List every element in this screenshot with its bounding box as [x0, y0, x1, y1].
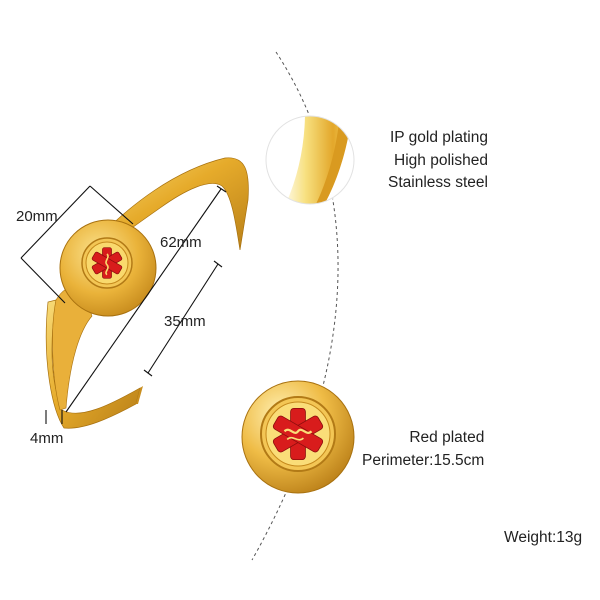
- inner-width-label: 35mm: [164, 313, 206, 330]
- enamel-spec: Red plated Perimeter:15.5cm: [362, 427, 484, 472]
- detail-circle-enamel: [241, 380, 355, 494]
- medical-star-icon: [91, 247, 123, 279]
- material-spec: IP gold plating High polished Stainless …: [388, 127, 488, 195]
- cuff-bracelet: [45, 157, 249, 429]
- plating-text: IP gold plating: [389, 129, 488, 146]
- medical-star-icon: [272, 407, 324, 461]
- band-width-label: 4mm: [30, 430, 64, 447]
- dimension-lines: [20, 185, 227, 424]
- material-text: Stainless steel: [388, 174, 488, 191]
- weight-label: Weight:13g: [504, 529, 583, 546]
- length-label: 62mm: [160, 234, 202, 251]
- diameter-label: 20mm: [16, 208, 58, 225]
- enamel-text: Red plated: [409, 429, 485, 446]
- finish-text: High polished: [394, 151, 488, 169]
- detail-circle-polish: [265, 115, 355, 205]
- perimeter-text: Perimeter:15.5cm: [362, 451, 485, 469]
